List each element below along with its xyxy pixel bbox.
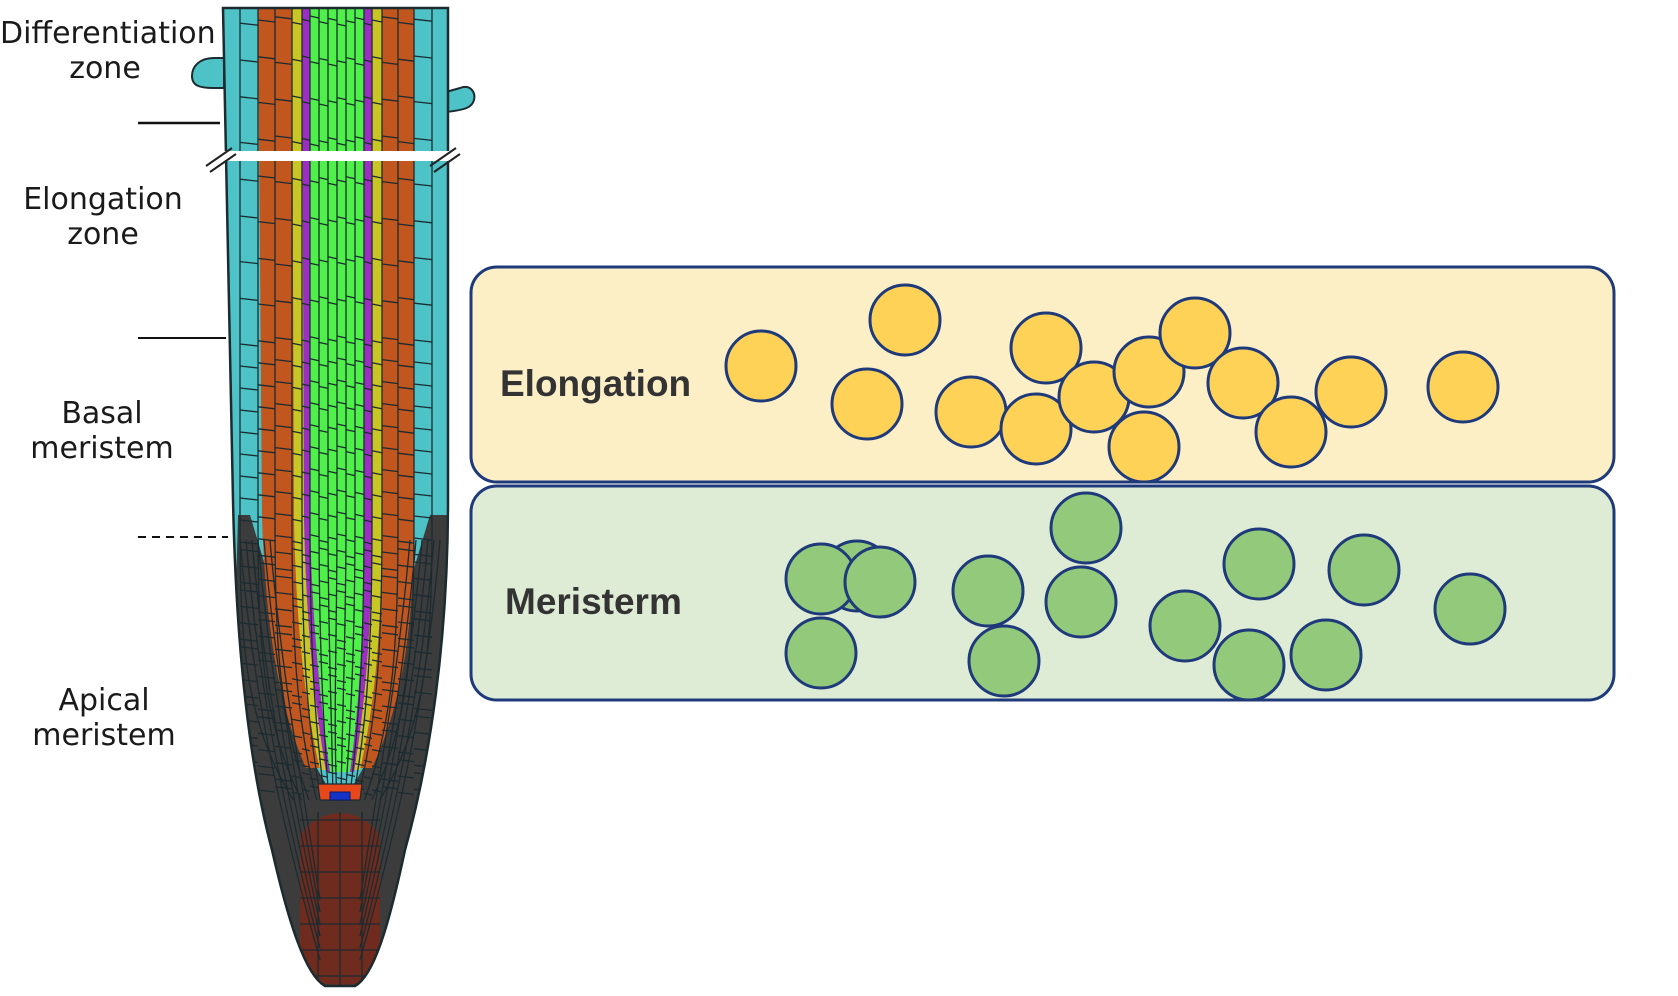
root-break-gap [212, 151, 460, 161]
quiescent-center [329, 791, 351, 801]
root-hair-left [190, 57, 225, 89]
meristem-cell [1433, 572, 1507, 646]
meristem-cell [843, 545, 917, 619]
elongation-cell [1107, 410, 1181, 484]
root-outline [221, 6, 450, 988]
elongation-cell [934, 375, 1008, 449]
meristem-cell [1289, 618, 1363, 692]
elongation-cell [1314, 355, 1388, 429]
root-illustration [190, 6, 476, 988]
meristem-cell [784, 616, 858, 690]
root-hair-right [445, 86, 476, 114]
elongation-panel: Elongation [469, 265, 1616, 484]
meristem-cell [1044, 565, 1118, 639]
meristem-cell [1049, 491, 1123, 565]
break-mark-right [429, 147, 461, 173]
elongation-cell [1206, 346, 1280, 420]
elongation-cell [1158, 296, 1232, 370]
elongation-cell [1009, 311, 1083, 385]
zone-label-basal-meristem: Basal meristem [30, 396, 174, 466]
meristem-panel: Meristerm [469, 484, 1616, 702]
lateral-root-cap [225, 515, 448, 986]
elongation-cells [724, 283, 1500, 484]
meristem-cell [1148, 589, 1222, 663]
elongation-cell [830, 367, 904, 441]
elongation-cell [868, 283, 942, 357]
meristem-cell [1222, 527, 1296, 601]
zone-label-elongation: Elongation zone [23, 182, 183, 252]
elongation-cell [1426, 350, 1500, 424]
meristem-panel-label: Meristerm [505, 581, 682, 622]
meristem-cell [967, 624, 1041, 698]
break-mark-left [205, 147, 237, 173]
elongation-cell [999, 392, 1073, 466]
zone-label-differentiation: Differentiation zone [0, 16, 216, 86]
elongation-panel-label: Elongation [500, 363, 691, 404]
elongation-cell [724, 329, 798, 403]
meristem-cells [784, 491, 1507, 702]
zone-label-apical-meristem: Apical meristem [32, 683, 176, 753]
meristem-cell [1212, 628, 1286, 702]
meristem-cell [951, 554, 1025, 628]
elongation-cell [1254, 395, 1328, 469]
meristem-cell [1327, 533, 1401, 607]
